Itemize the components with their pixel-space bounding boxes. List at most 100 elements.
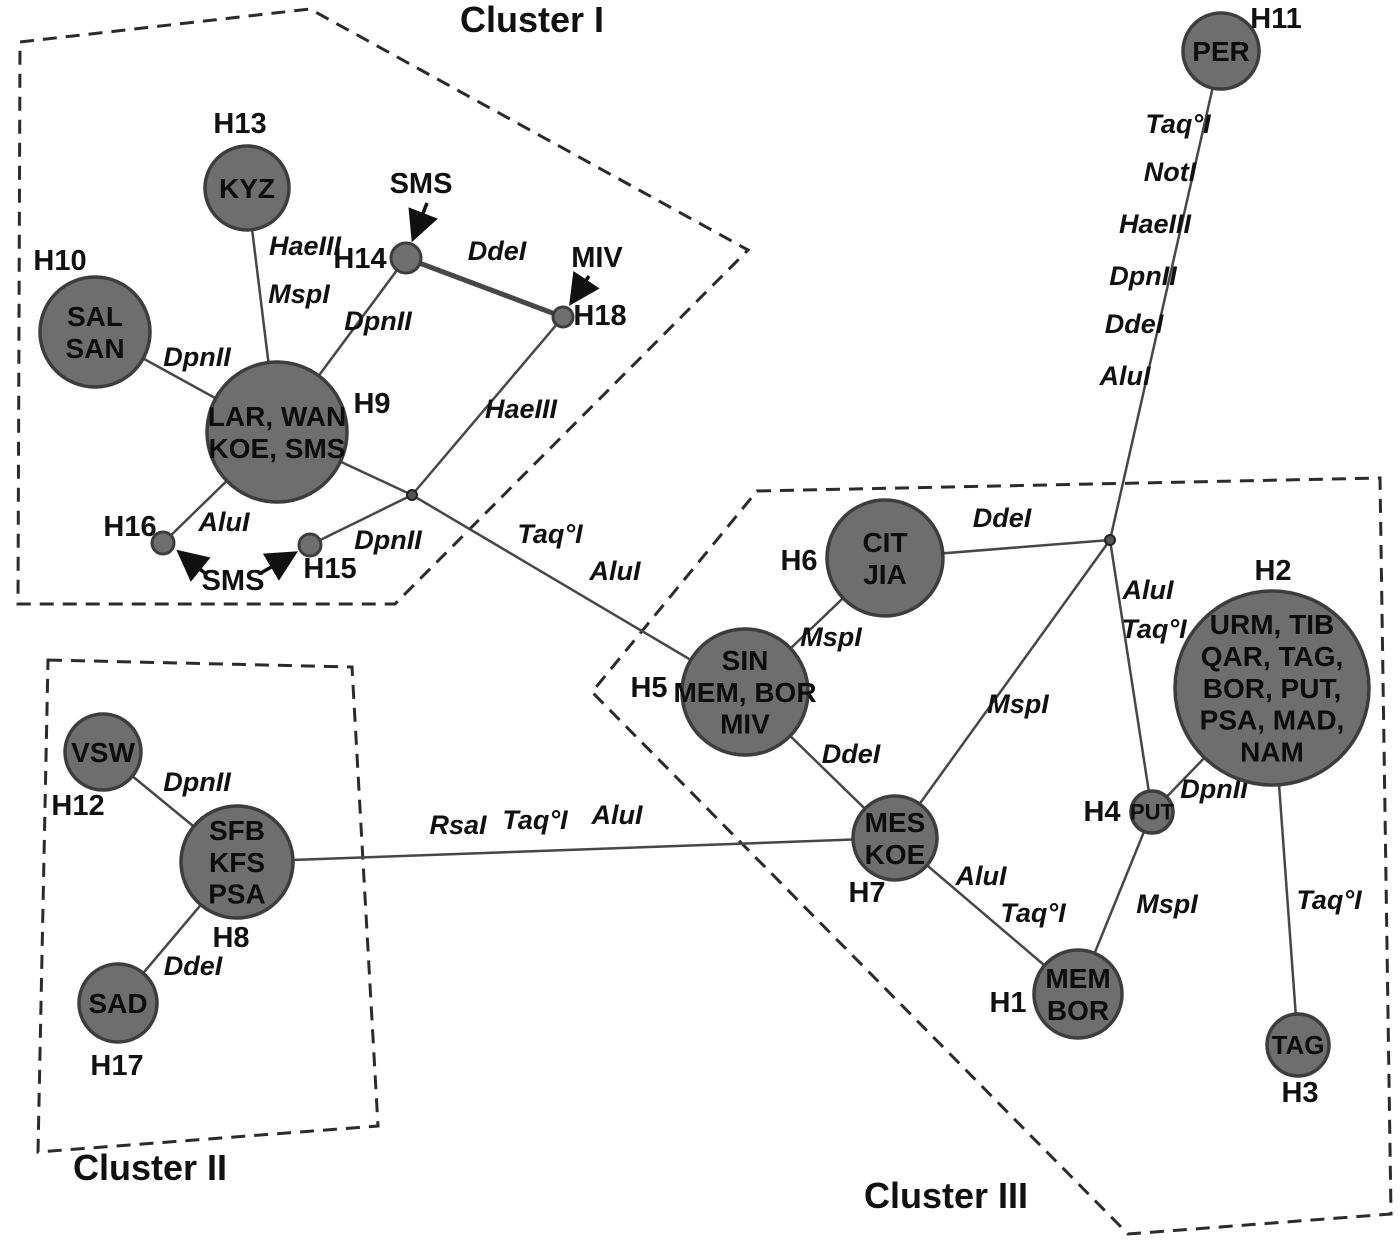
tag-h4: H4 xyxy=(1083,796,1120,828)
tag-h15: H15 xyxy=(303,553,356,585)
callout-arrow-sms-bottom-1 xyxy=(260,551,299,581)
enzyme-label-dpnii: DpnII xyxy=(1109,261,1177,291)
cluster-1-title: Cluster I xyxy=(460,0,604,40)
tag-h10: H10 xyxy=(33,245,86,277)
node-h7 xyxy=(851,794,939,882)
tag-h16: H16 xyxy=(103,511,156,543)
node-h2 xyxy=(1173,589,1371,787)
tag-h6: H6 xyxy=(780,545,817,577)
node-h6 xyxy=(825,498,945,618)
enzyme-label-dpnii: DpnII xyxy=(344,306,412,336)
cluster-3-title: Cluster III xyxy=(864,1175,1028,1216)
edge-h15-j1 xyxy=(309,493,413,547)
enzyme-label-ddei: DdeI xyxy=(468,236,527,266)
cluster-3-outline xyxy=(589,476,1393,1236)
enzyme-label-taqi: Taq°I xyxy=(502,805,568,835)
node-h4 xyxy=(1129,789,1175,835)
node-h11-label: PER xyxy=(1192,36,1250,67)
tag-h7: H7 xyxy=(848,877,885,909)
callout-arrow-miv-0 xyxy=(569,270,600,306)
callout-arrow-sms-bottom-0 xyxy=(176,549,211,582)
node-h8 xyxy=(179,804,295,920)
enzyme-label-ddei: DdeI xyxy=(164,951,223,981)
cluster-1-outline xyxy=(16,7,751,606)
node-h10 xyxy=(38,275,152,389)
node-h4-label: PUT xyxy=(1130,800,1175,825)
median-vector-j1 xyxy=(406,489,418,501)
node-h9 xyxy=(205,360,349,504)
enzyme-label-ddei: DdeI xyxy=(1105,309,1164,339)
node-h13-label: KYZ xyxy=(219,173,275,204)
node-h18 xyxy=(551,305,575,329)
node-h5 xyxy=(680,627,810,757)
enzyme-label-rsai: RsaI xyxy=(429,810,487,840)
enzyme-label-dpnii: DpnII xyxy=(354,525,422,555)
callout-sms-top: SMS xyxy=(390,168,453,200)
callout-sms-bottom: SMS xyxy=(202,565,265,597)
tag-h17: H17 xyxy=(90,1050,143,1082)
callout-arrow-sms-top-0 xyxy=(408,202,438,243)
enzyme-label-taqi: Taq°I xyxy=(517,519,583,549)
enzyme-label-alui: AluI xyxy=(591,800,643,830)
node-h12-label: VSW xyxy=(71,737,135,768)
enzyme-label-alui: AluI xyxy=(1099,361,1151,391)
tag-h2: H2 xyxy=(1254,555,1291,587)
tag-h5: H5 xyxy=(630,672,667,704)
median-vector-j2 xyxy=(1104,534,1116,546)
node-h3 xyxy=(1265,1012,1331,1078)
tag-h11: H11 xyxy=(1250,3,1302,35)
enzyme-label-haeiii: HaeIII xyxy=(485,394,558,424)
enzyme-label-noti: NotI xyxy=(1144,157,1197,187)
enzyme-label-taqi: Taq°I xyxy=(1000,898,1066,928)
enzyme-label-dpnii: DpnII xyxy=(163,342,231,372)
enzyme-label-dpnii: DpnII xyxy=(163,767,231,797)
enzyme-label-alui: AluI xyxy=(955,861,1007,891)
tag-h12: H12 xyxy=(51,790,104,822)
node-h3-label: TAG xyxy=(1272,1030,1325,1060)
node-h16 xyxy=(150,530,176,556)
enzyme-label-alui: AluI xyxy=(1122,575,1174,605)
callout-miv: MIV xyxy=(571,242,623,274)
enzyme-label-ddei: DdeI xyxy=(973,503,1032,533)
node-h14 xyxy=(389,241,423,275)
tag-h9: H9 xyxy=(353,388,390,420)
enzyme-label-mspi: MspI xyxy=(987,689,1049,719)
node-h11 xyxy=(1181,11,1261,91)
edge-j1-h18 xyxy=(411,316,564,496)
enzyme-label-ddei: DdeI xyxy=(822,739,881,769)
edge-sfb8-mes7 xyxy=(236,836,896,864)
cluster-2-outline xyxy=(36,658,380,1154)
enzyme-label-mspi: MspI xyxy=(800,622,862,652)
tag-h13: H13 xyxy=(213,108,266,140)
enzyme-label-taqi: Taq°I xyxy=(1296,885,1362,915)
node-h17 xyxy=(77,962,159,1044)
cluster-2-title: Cluster II xyxy=(73,1147,227,1188)
node-h1 xyxy=(1032,948,1124,1040)
enzyme-label-alui: AluI xyxy=(589,556,641,586)
edge-j2-per11 xyxy=(1108,50,1223,541)
enzyme-label-mspi: MspI xyxy=(268,279,330,309)
node-h13 xyxy=(203,144,291,232)
tag-h3: H3 xyxy=(1281,1077,1318,1109)
tag-h18: H18 xyxy=(573,300,626,332)
enzyme-label-mspi: MspI xyxy=(1136,889,1198,919)
enzyme-label-alui: AluI xyxy=(198,507,250,537)
tag-h8: H8 xyxy=(212,922,249,954)
edge-j2-mes7 xyxy=(893,539,1112,839)
node-h17-label: SAD xyxy=(88,988,147,1019)
tag-h1: H1 xyxy=(989,987,1026,1019)
edge-h14-h18 xyxy=(405,255,564,320)
node-h15 xyxy=(297,532,323,558)
node-h12 xyxy=(63,712,143,792)
enzyme-label-haeiii: HaeIII xyxy=(269,231,342,261)
